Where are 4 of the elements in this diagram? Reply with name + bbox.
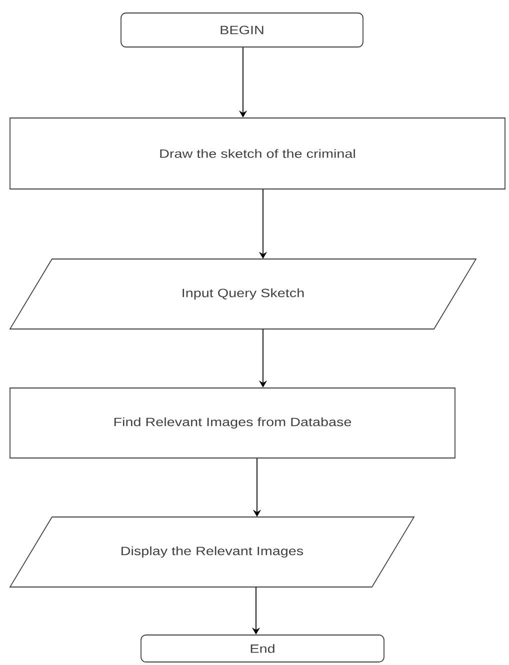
end-terminal: End <box>140 634 384 662</box>
process-box: Draw the sketch of the criminal <box>10 118 506 190</box>
process-box: Find Relevant Images from Database <box>10 388 456 458</box>
start-terminal: BEGIN <box>120 12 364 48</box>
